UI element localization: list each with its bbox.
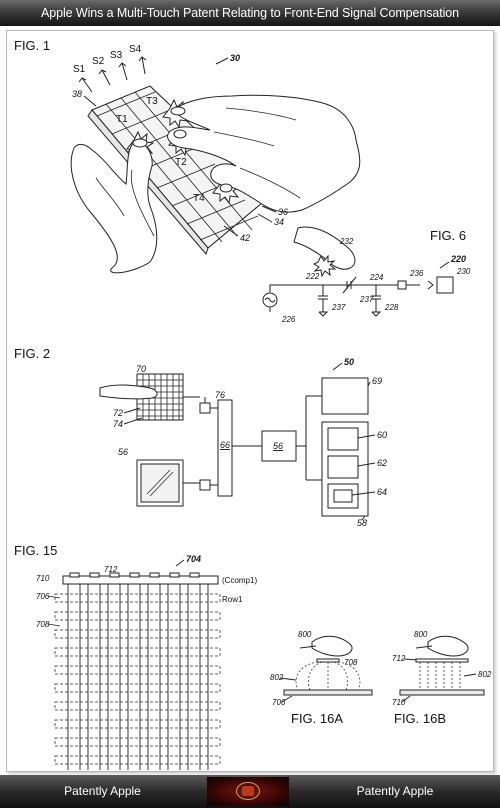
fig1-ref-t1: T1 (116, 114, 128, 125)
fig6-ref-226: 237 (359, 295, 374, 304)
title-bar: Apple Wins a Multi-Touch Patent Relating… (0, 0, 500, 26)
fig15-ref-row1: Row1 (222, 595, 243, 604)
fig1-ref-s2: S2 (92, 56, 105, 67)
fig6-ref-220: 220 (450, 254, 466, 264)
fig2-ref-76: 76 (215, 390, 225, 400)
fig16a-label: FIG. 16A (291, 711, 343, 726)
fig1-ref-42: 42 (240, 233, 250, 243)
fig15-drawing: FIG. 15 704 712 710 (Ccomp1) 706 Row1 70… (14, 543, 257, 770)
fig15-ref-704: 704 (186, 554, 201, 564)
footer-brand-right: Patently Apple (356, 784, 434, 798)
fig6-ref-230: 230 (456, 267, 471, 276)
fig6-ref-237b: 228 (384, 303, 399, 312)
fig2-ref-50: 50 (344, 357, 354, 367)
footer-bar: Patently Apple Patently Apple (0, 775, 500, 808)
fig1-ref-t4: T4 (193, 193, 205, 204)
fig6-ref-232: 232 (339, 237, 354, 246)
fig2-ref-69: 69 (372, 376, 382, 386)
fig1-ref-t3: T3 (146, 96, 158, 107)
fig15-ref-ccomp1: (Ccomp1) (222, 576, 257, 585)
fig2-ref-58: 58 (357, 518, 367, 528)
fig16b-ref-710: 710 (392, 698, 406, 707)
fig2-ref-62: 62 (377, 458, 387, 468)
fig6-label: FIG. 6 (430, 228, 466, 243)
fig1-ref-s3: S3 (110, 50, 123, 61)
fig1-ref-34: 34 (274, 217, 284, 227)
fig2-ref-64: 64 (377, 487, 387, 497)
page-title: Apple Wins a Multi-Touch Patent Relating… (41, 6, 459, 20)
fig6-drawing: FIG. 6 220 232 222 237 228 (262, 226, 471, 324)
fig15-ref-712: 712 (104, 565, 118, 574)
fig2-ref-72: 72 (113, 408, 123, 418)
fig1-ref-36: 36 (278, 207, 288, 217)
fig15-label: FIG. 15 (14, 543, 57, 558)
fig16b-ref-712: 712 (392, 654, 406, 663)
fig1-ref-t2: T2 (175, 157, 187, 168)
fig15-ref-710: 710 (36, 574, 50, 583)
patent-drawing: FIG. 1 S1 S2 S3 S4 30 (14, 38, 492, 770)
fig6-ref-237a: 237 (331, 303, 346, 312)
fig16b-ref-800: 800 (414, 630, 428, 639)
fig1-drawing: FIG. 1 S1 S2 S3 S4 30 (14, 38, 361, 274)
fig16b-ref-802: 802 (478, 670, 492, 679)
fig6-ref-224: 224 (369, 273, 384, 282)
fig15-ref-706: 706 (36, 592, 50, 601)
fig2-ref-66: 66 (220, 440, 230, 450)
fig15-ref-708: 708 (36, 620, 50, 629)
fig2-ref-74: 74 (113, 419, 123, 429)
fig16a-ref-800: 800 (298, 630, 312, 639)
fig16b-drawing: 800 712 802 710 FIG. 16B (392, 630, 492, 726)
fig6-ref-236: 236 (409, 269, 424, 278)
logo-emblem-icon (236, 782, 260, 800)
fig2-ref-70: 70 (136, 364, 146, 374)
fig16a-ref-706: 706 (272, 698, 286, 707)
fig16a-ref-708: 708 (344, 658, 358, 667)
fig1-ref-s4: S4 (129, 44, 142, 55)
fig1-label: FIG. 1 (14, 38, 50, 53)
fig16a-ref-802: 802 (270, 673, 284, 682)
patently-apple-logo (207, 777, 289, 806)
fig6-ref-228: 226 (281, 315, 296, 324)
fig2-drawing: FIG. 2 50 70 72 74 (14, 346, 387, 528)
fig2-ref-56: 56 (273, 441, 283, 451)
fig1-ref-38: 38 (72, 89, 82, 99)
fig2-ref-68: 56 (118, 447, 128, 457)
fig1-ref-30: 30 (230, 53, 240, 63)
fig16a-drawing: 800 708 802 706 FIG. 16A (270, 630, 373, 726)
fig2-ref-60: 60 (377, 430, 387, 440)
fig2-label: FIG. 2 (14, 346, 50, 361)
fig1-ref-s1: S1 (73, 64, 86, 75)
footer-brand-left: Patently Apple (64, 784, 141, 798)
fig6-ref-222: 222 (305, 272, 320, 281)
logo-seal-icon (242, 786, 254, 796)
fig16b-label: FIG. 16B (394, 711, 446, 726)
